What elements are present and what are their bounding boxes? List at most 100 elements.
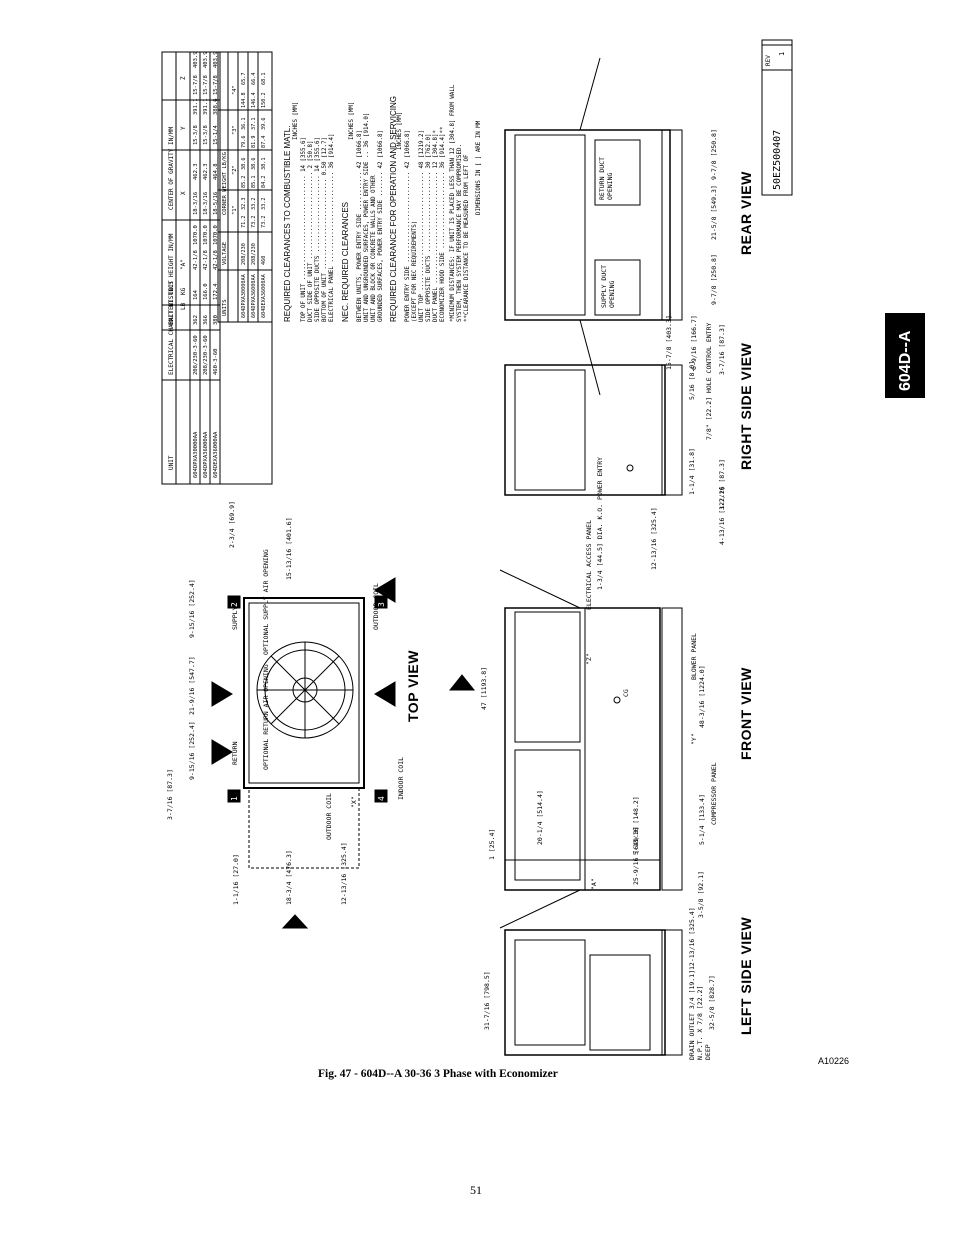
clearance-line: UNIT AND UNGROUNDED SURFACES, POWER ENTR…: [364, 112, 370, 322]
dim-text: 4-13/16 [122.2]: [718, 486, 726, 545]
corner-header-4: "4": [232, 85, 238, 95]
dim-text: 47 [1193.8]: [480, 666, 488, 710]
page-number: 51: [470, 1183, 482, 1197]
z-marker: "Z": [585, 653, 593, 665]
table-cell: 15-3/8: [193, 125, 199, 145]
corner-cell: 73.2: [261, 215, 267, 229]
table-cell: 42-1/8: [193, 250, 199, 270]
electrical-access-label: ELECTRICAL ACCESS PANEL: [585, 519, 593, 610]
corner-cell: 39.6: [261, 117, 267, 131]
corner-marker-1: 1: [230, 796, 239, 801]
table-cell: 462.3: [203, 163, 209, 180]
corner-row: 604DPXA30000AA: [241, 274, 247, 318]
dim-text: 15-13/16 [401.6]: [285, 517, 293, 580]
drawing-number: 50EZ500407: [772, 129, 783, 190]
clearance-line: BETWEEN UNITS, POWER ENTRY SIDE ........…: [357, 130, 363, 322]
clearance-line: SIDE OPPOSITE DUCTS ....................…: [426, 133, 432, 322]
x-marker: "X": [350, 796, 358, 808]
dim-text: 12-13/16 [325.4]: [650, 507, 658, 570]
corner-cell: 81.9: [251, 135, 257, 149]
table-cell: 166.0: [203, 283, 209, 300]
nec-unit: INCHES [MM]: [349, 101, 355, 140]
compressor-panel-label: COMPRESSOR PANEL: [710, 762, 718, 825]
power-entry-label: 1-3/4 [44.5] DIA. K.O. POWER ENTRY: [596, 456, 604, 590]
table-header-lb: LB: [180, 302, 187, 310]
table-header-y: Y: [180, 126, 187, 130]
corner-cell: 33.2: [261, 197, 267, 211]
table-cell: 15-3/8: [203, 125, 209, 145]
top-view-title: TOP VIEW: [405, 650, 421, 722]
corner-cell: 38.6: [251, 157, 257, 171]
corner-cell: 146.4: [251, 92, 257, 108]
corner-cell: 150.2: [261, 92, 267, 108]
clearance-line: GROUNDED SURFACES, POWER ENTRY SIDE ....…: [378, 130, 384, 322]
corner-cell: 87.4: [261, 135, 267, 149]
clearance-line: (EXCEPT FOR NEC REQUIREMENTS): [412, 220, 418, 322]
clearance-note: SYSTEM, THEN SYSTEM PERFORMANCE MAY BE C…: [457, 144, 463, 322]
supply-duct-label: SUPPLY DUCT OPENING: [600, 264, 616, 308]
table-cell: 380: [213, 315, 219, 325]
section-tab-label: 604D--A: [897, 330, 914, 391]
table-cell: 15-7/8: [203, 75, 209, 95]
corner-marker-3: 3: [377, 602, 386, 607]
dim-text: 1-1/4 [31.8]: [688, 448, 696, 495]
dim-text: 5-13/16 [148.2]: [632, 796, 640, 855]
table-row: 604DPXA36000AA: [203, 431, 209, 478]
front-view-title: FRONT VIEW: [738, 667, 754, 760]
table-cell: 42-1/8: [213, 250, 219, 270]
nec-clearance-title: NEC. REQUIRED CLEARANCES: [341, 201, 350, 322]
table-cell: 15-1/4: [213, 125, 219, 145]
table-cell: 18-3/16: [193, 191, 199, 215]
corner-cell: 208/230: [241, 243, 247, 265]
clearance-line: DUCT SIDE OF UNIT ......................…: [308, 140, 314, 322]
table-cell: 15-7/8: [213, 75, 219, 95]
clearance-line: DUCT PANEL .............................…: [433, 130, 439, 322]
table-cell: 1070.0: [193, 225, 199, 245]
dim-text: 1 [25.4]: [488, 828, 496, 860]
table-cell: 403.9: [193, 51, 199, 68]
clearance-line: TOP OF UNIT ............................…: [301, 137, 307, 322]
corner-row: 604DEXA36000AA: [261, 274, 267, 318]
table-header-x: X: [180, 191, 187, 195]
corner-header-3: "3": [232, 125, 238, 135]
clearance-line: SIDE OPPOSITE DUCTS ....................…: [315, 137, 321, 322]
clearance-note: **CLEARANCE DISTANCE TO BE MEASURED FROM…: [464, 154, 470, 322]
dim-text: 48-3/16 [1224.0]: [698, 665, 706, 728]
corner-header-2: "2": [232, 165, 238, 175]
table-cell: 1070.0: [203, 225, 209, 245]
table-cell: 366: [203, 315, 209, 325]
table-cell: 172.4: [213, 283, 219, 300]
corner-cell: 71.2: [241, 215, 247, 229]
corner-marker-2: 2: [230, 602, 239, 607]
table-cell: 15-7/8: [193, 75, 199, 95]
table-header-height: UNIT HEIGHT IN/MM: [168, 233, 175, 295]
table-cell: 42-1/8: [203, 250, 209, 270]
corner-cell: 144.8: [241, 92, 247, 108]
corner-cell: 68.1: [261, 72, 267, 86]
section-tab: 604D--A: [885, 313, 925, 398]
table-cell: 1070.0: [213, 225, 219, 245]
return-duct-label: RETURN DUCT OPENING: [598, 156, 614, 200]
combustible-unit: INCHES [MM]: [293, 101, 299, 140]
table-header-kg: KG: [180, 287, 187, 295]
clearance-line: POWER ENTRY SIDE .......................…: [405, 130, 411, 322]
rev-label: REV: [765, 55, 772, 66]
table-cell: 208/230-3-60: [193, 335, 199, 375]
corner-cell: 79.6: [241, 135, 247, 149]
dim-text: 31-7/16 [798.5]: [483, 971, 491, 1030]
dim-text: 12-13/16 [325.4]: [688, 907, 696, 970]
top-return-label: RETURN: [231, 741, 239, 765]
table-cell: 464.8: [213, 163, 219, 180]
clearance-note: *MINIMUM DISTANCES: IF UNIT IS PLACED LE…: [450, 84, 456, 322]
dim-text: 9-7/8 [250.8]: [710, 254, 718, 305]
dim-text: 9-7/8 [250.8]: [710, 129, 718, 180]
corner-header-voltage: VOLTAGE: [222, 241, 228, 265]
clearance-line: ELECTRICAL PANEL .......................…: [329, 133, 335, 322]
table-header-cg: CENTER OF GRAVITY IN/MM: [168, 126, 175, 210]
table-cell: 460-3-60: [213, 348, 219, 376]
drain-outlet-label: DRAIN OUTLET 3/4 [19.1] N.P.T. X 7/8 [22…: [688, 969, 712, 1060]
corner-header-1: "1": [232, 205, 238, 215]
service-unit: INCHES [MM]: [397, 111, 403, 150]
